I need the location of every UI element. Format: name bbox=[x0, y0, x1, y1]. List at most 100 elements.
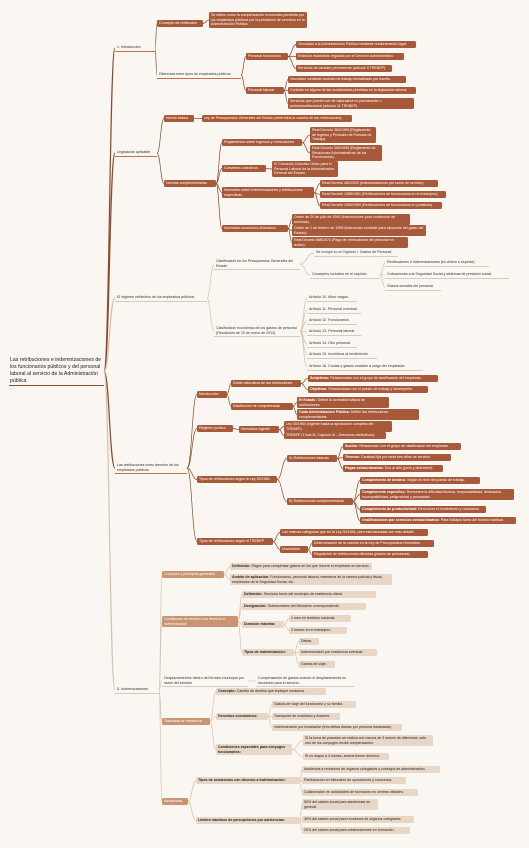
node-retribuciones-basicas[interactable]: A) Retribuciones básicas bbox=[287, 455, 337, 462]
node-cc1[interactable]: Retribuciones e indemnizaciones (en dine… bbox=[385, 259, 489, 267]
node-de1[interactable]: Gastos de viaje del funcionario y su fam… bbox=[272, 701, 356, 708]
node-orden1992[interactable]: Orden de 20 de julio de 1992 (Instruccio… bbox=[292, 214, 410, 226]
topic-legislacion[interactable]: Legislación aplicable bbox=[115, 149, 157, 157]
node-limites[interactable]: Límites máximos de percepciones por asis… bbox=[196, 817, 300, 824]
topic-indemnizaciones[interactable]: 5. Indemnizaciones bbox=[115, 686, 159, 694]
node-a13[interactable]: Artículo 13. Personal laboral. bbox=[307, 328, 361, 336]
node-trienios[interactable]: Trienios: Cantidad fija por cada tres añ… bbox=[343, 454, 451, 461]
node-cc3[interactable]: Gastos sociales del personal. bbox=[385, 283, 441, 291]
node-tipos-indemnizacion[interactable]: Tipos de indemnización: bbox=[242, 649, 294, 656]
node-lm1[interactable]: 50% del salario anual para asistencias e… bbox=[302, 799, 378, 811]
node-cc2[interactable]: Cotizaciones a la Seguridad Social y sis… bbox=[385, 271, 509, 279]
node-distribucion-competencias[interactable]: Distribución de competencias bbox=[231, 403, 293, 410]
node-pl2[interactable]: Contrato en alguna de las modalidades pr… bbox=[288, 87, 416, 94]
topic-regimen-retributivo[interactable]: El régimen retributivo de los empleados … bbox=[115, 294, 207, 302]
node-novedades[interactable]: Novedades bbox=[280, 546, 308, 553]
node-complemento-productividad[interactable]: Complemento de productividad: Remunera e… bbox=[360, 506, 486, 513]
node-pf3[interactable]: Servicios de carácter permanente (artícu… bbox=[296, 65, 392, 72]
node-normativa-economica[interactable]: Normativa económico-financiera bbox=[222, 225, 288, 232]
node-ti1[interactable]: Dietas. bbox=[299, 638, 319, 645]
node-orden1996[interactable]: Orden de 1 de febrero de 1996 (Instrucci… bbox=[292, 225, 426, 237]
node-dur2[interactable]: 3 meses en el extranjero. bbox=[289, 627, 347, 634]
node-ta3[interactable]: Colaboración en actividades de formación… bbox=[302, 789, 418, 796]
node-complemento-destino[interactable]: Complemento de destino: Según el nivel d… bbox=[360, 477, 480, 484]
node-lm2[interactable]: 40% del salario anual para reuniones de … bbox=[302, 816, 414, 823]
node-ambito[interactable]: Ámbito de aplicación: Funcionarios, pers… bbox=[230, 574, 392, 586]
node-rd365[interactable]: Real Decreto 365/1995 (Reglamento de Sit… bbox=[310, 145, 382, 162]
node-concepto-principios[interactable]: Concepto y principios generales bbox=[162, 571, 224, 578]
node-ce2[interactable]: Si es mayor a 3 meses, ambos tienen dere… bbox=[303, 753, 389, 760]
node-ta1[interactable]: Asistencia a reuniones de órganos colegi… bbox=[302, 766, 440, 773]
node-derechos-economicos[interactable]: Derechos económicos: bbox=[216, 713, 268, 720]
node-r-introduccion[interactable]: Introducción bbox=[197, 391, 227, 398]
node-a16[interactable]: Artículo 16. Cuotas y gastos sociales a … bbox=[307, 363, 423, 371]
node-retribuciones-complementarias[interactable]: B) Retribuciones complementarias bbox=[287, 498, 353, 505]
node-lm3[interactable]: 20% del salario anual para colaboracione… bbox=[302, 827, 410, 834]
node-trebep-titulo[interactable]: TREBEP (Título III, Capítulo III – Derec… bbox=[284, 432, 386, 439]
node-rd2009[interactable]: Real Decreto 686/1974 (Pago de retribuci… bbox=[292, 237, 408, 249]
node-tipos-trebep[interactable]: Tipos de retribuciones según el TREBEP bbox=[197, 538, 273, 545]
node-rd462[interactable]: Real Decreto 462/2002 (indemnizaciones p… bbox=[320, 180, 438, 187]
node-ti2[interactable]: Indemnización por residencia eventual. bbox=[299, 649, 377, 656]
node-comisiones[interactable]: Comisiones de servicio con derecho a ind… bbox=[162, 616, 238, 628]
node-asistencias[interactable]: Asistencias bbox=[162, 798, 188, 805]
node-pagas-extra[interactable]: Pagas extraordinarias: Dos al año (junio… bbox=[343, 465, 443, 472]
node-pf2[interactable]: Relación estatutaria regulada por el Der… bbox=[296, 53, 404, 60]
node-de3[interactable]: Indemnización por instalación (tres diet… bbox=[272, 724, 402, 731]
topic-retribuciones-derecho[interactable]: Las retribuciones como derecho de los em… bbox=[115, 462, 187, 475]
node-norma-basica-def[interactable]: Ley de Presupuestos Generales del Estado… bbox=[202, 115, 352, 122]
node-concepto-retribucion-def[interactable]: Se define como la compensación económica… bbox=[209, 12, 307, 29]
node-ley30[interactable]: Ley 30/1984 (vigente hasta la aprobación… bbox=[284, 421, 392, 433]
node-incluye-cap1[interactable]: Se incluye en el Capítulo I: Gastos de P… bbox=[314, 249, 398, 257]
node-rd1065[interactable]: Real Decreto 1065/1989 (Retribuciones de… bbox=[320, 202, 442, 209]
node-a14[interactable]: Artículo 14. Otro personal. bbox=[307, 340, 357, 348]
node-nov2[interactable]: Regulación de retribuciones diferidas (p… bbox=[312, 551, 428, 558]
node-norma-basica[interactable]: Norma básica bbox=[164, 115, 194, 122]
node-a12[interactable]: Artículo 12. Funcionarios. bbox=[307, 317, 357, 325]
node-com-definicion[interactable]: Definición: Servicios fuera del municipi… bbox=[242, 591, 376, 598]
node-convenios[interactable]: Convenios colectivos bbox=[222, 165, 266, 172]
node-cada-administracion[interactable]: Cada Administración Pública: Define las … bbox=[297, 409, 419, 421]
node-ta2[interactable]: Participación en tribunales de oposicion… bbox=[302, 777, 406, 784]
node-objetivas[interactable]: Objetivas: Relacionadas con el puesto de… bbox=[308, 386, 428, 393]
node-pl1[interactable]: Vinculado mediante contrato de trabajo f… bbox=[288, 76, 406, 83]
node-doble-naturaleza[interactable]: Doble naturaleza de las retribuciones bbox=[231, 380, 301, 387]
node-pf1[interactable]: Vinculado a la Administración Pública me… bbox=[296, 41, 416, 48]
node-a11[interactable]: Artículo 11. Personal eventual. bbox=[307, 306, 361, 314]
node-designacion[interactable]: Designación: Subsecretario del Ministeri… bbox=[242, 603, 366, 610]
node-convenio-unico[interactable]: IV Convenio Colectivo Único para el Pers… bbox=[272, 161, 338, 178]
node-sueldo[interactable]: Sueldo: Relacionado con el grupo de clas… bbox=[343, 443, 461, 450]
node-de2[interactable]: Transporte de mobiliario y enseres. bbox=[272, 713, 340, 720]
node-definicion[interactable]: Definición: Pagos para compensar gastos … bbox=[230, 563, 372, 570]
root-topic[interactable]: Las retribuciones e indemnizaciones de l… bbox=[9, 357, 104, 387]
node-rd364[interactable]: Real Decreto 364/1995 (Reglamento de Ing… bbox=[310, 127, 376, 144]
node-el-estado[interactable]: El Estado: Define la normativa básica de… bbox=[297, 397, 389, 409]
node-nov1[interactable]: Determinación de la cuantía en la Ley de… bbox=[312, 540, 434, 547]
node-duracion[interactable]: Duración máxima: bbox=[242, 621, 284, 628]
node-ti3[interactable]: Gastos de viaje. bbox=[299, 661, 335, 668]
node-dur1[interactable]: 1 mes en territorio nacional. bbox=[289, 615, 351, 622]
node-personal-laboral[interactable]: Personal laboral bbox=[246, 87, 284, 94]
node-tipos-ley30[interactable]: Tipos de retribuciones según la Ley 30/1… bbox=[197, 476, 277, 483]
node-clasif-econ[interactable]: Clasificación económica de los gastos de… bbox=[214, 325, 300, 338]
node-normativa-vigente[interactable]: Normativa vigente bbox=[239, 426, 279, 433]
node-clasif-pge[interactable]: Clasificación en los Presupuestos Genera… bbox=[214, 258, 300, 271]
node-pl3[interactable]: Servicios que pueden ser de naturaleza n… bbox=[288, 98, 414, 110]
node-gratificaciones[interactable]: Gratificaciones por servicios extraordin… bbox=[360, 517, 516, 524]
node-conceptos-capitulo[interactable]: Conceptos incluidos en el capítulo bbox=[310, 271, 380, 279]
node-normas-complementarias[interactable]: Normas complementarias bbox=[164, 180, 216, 187]
node-a10[interactable]: Artículo 10. Altos cargos. bbox=[307, 294, 357, 302]
node-tr-concepto[interactable]: Concepto: Cambio de destino que implique… bbox=[216, 688, 326, 695]
node-complemento-especifico[interactable]: Complemento específico: Remunera la difi… bbox=[360, 489, 514, 501]
node-desplazamientos[interactable]: Desplazamientos dentro del término munic… bbox=[162, 675, 248, 688]
node-normativa-indemnizaciones[interactable]: Normativa sobre indemnizaciones y retrib… bbox=[222, 187, 314, 199]
node-subjetivas[interactable]: Subjetivas: Relacionadas con el grupo de… bbox=[308, 375, 438, 382]
node-traslados[interactable]: Traslados de residencia bbox=[162, 718, 210, 725]
node-reglamentos[interactable]: Reglamentos sobre ingresos y retribucion… bbox=[222, 139, 302, 146]
node-desplazamientos-def[interactable]: Compensación de gastos cuando el desplaz… bbox=[256, 675, 354, 688]
node-ce1[interactable]: Si la toma de posesión se realiza con me… bbox=[303, 735, 433, 747]
node-concepto-retribucion[interactable]: Concepto de retribución bbox=[157, 20, 203, 27]
node-a15[interactable]: Artículo 15. Incentivos al rendimiento. bbox=[307, 351, 377, 359]
node-rd1085[interactable]: Real Decreto 1085/1981 (Retribuciones de… bbox=[320, 191, 446, 198]
topic-introduccion[interactable]: 1. Introducción bbox=[115, 44, 155, 52]
